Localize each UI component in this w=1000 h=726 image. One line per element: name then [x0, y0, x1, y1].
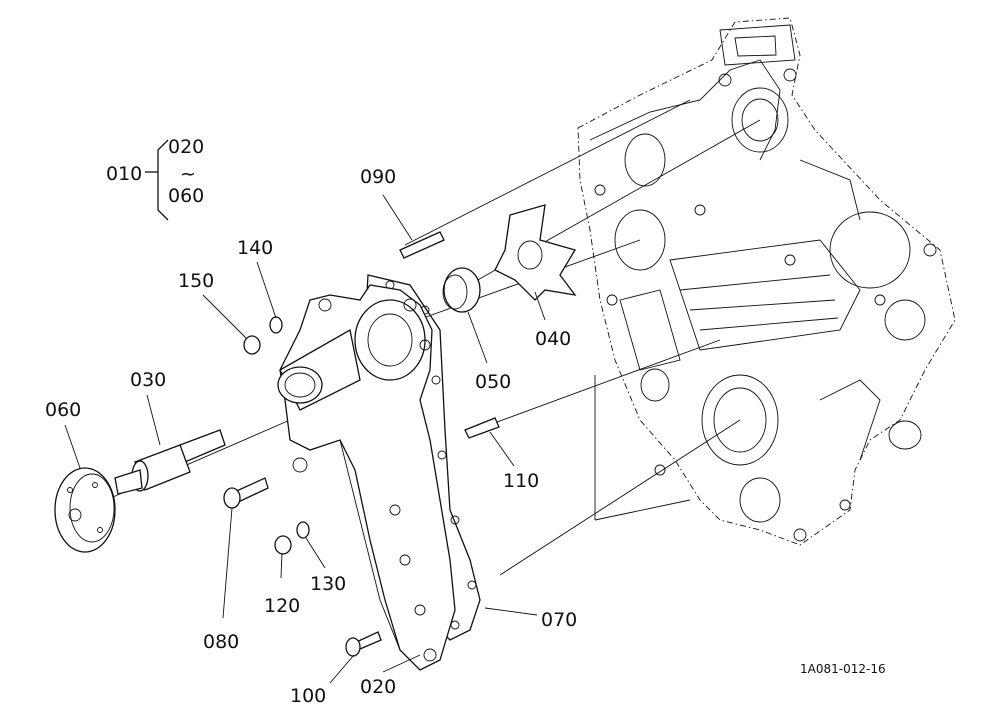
shaft-030 — [114, 429, 226, 495]
seal-050 — [442, 267, 481, 313]
label-150: 150 — [178, 270, 214, 292]
label-080: 080 — [203, 631, 239, 653]
washer-130 — [296, 521, 310, 539]
label-020-range-start: 020 — [168, 136, 204, 158]
reference-code: 1A081-012-16 — [800, 662, 886, 676]
label-090: 090 — [360, 166, 396, 188]
bolt-080 — [223, 477, 269, 509]
label-100: 100 — [290, 685, 326, 707]
label-020: 020 — [360, 676, 396, 698]
label-040: 040 — [535, 328, 571, 350]
nut-150 — [243, 335, 261, 355]
nut-120 — [274, 535, 292, 555]
label-130: 130 — [310, 573, 346, 595]
label-140: 140 — [237, 237, 273, 259]
label-120: 120 — [264, 595, 300, 617]
flange-060 — [54, 467, 116, 553]
label-060: 060 — [45, 399, 81, 421]
label-010: 010 — [106, 163, 142, 185]
label-050: 050 — [475, 371, 511, 393]
label-070: 070 — [541, 609, 577, 631]
gear-case — [577, 17, 956, 546]
bolt-100 — [345, 631, 382, 657]
label-110: 110 — [503, 470, 539, 492]
assembly-bracket — [145, 139, 169, 221]
leader-lines — [64, 194, 546, 684]
stud-090 — [399, 231, 445, 259]
label-030: 030 — [130, 369, 166, 391]
fan-040 — [494, 204, 577, 301]
water-pump-body-020 — [277, 284, 456, 671]
label-060-range-end: 060 — [168, 185, 204, 207]
stud-110 — [464, 417, 500, 439]
washer-140 — [269, 316, 283, 334]
label-range-tilde: ~ — [180, 163, 196, 185]
part-labels: 010 020 ~ 060 090 140 150 030 060 040 05… — [45, 136, 577, 707]
